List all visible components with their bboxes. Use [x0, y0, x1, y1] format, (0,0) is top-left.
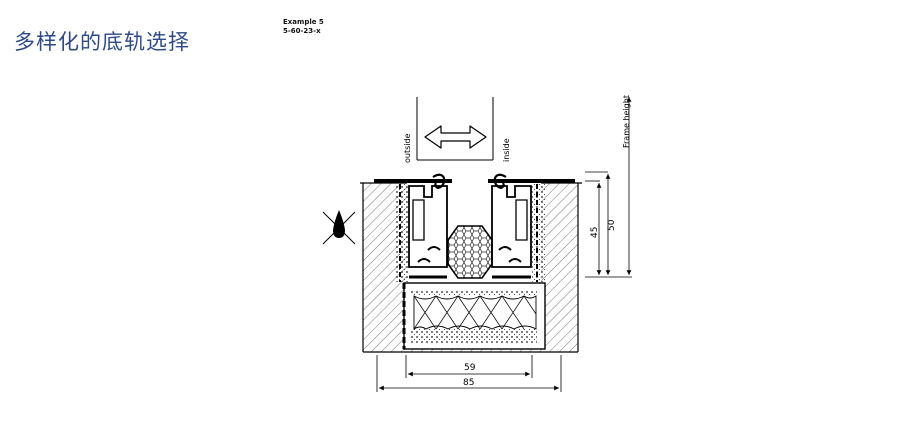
frame-profile-left [374, 173, 452, 282]
label-inside: inside [502, 138, 511, 162]
sash-outline [416, 97, 494, 161]
thermal-break [447, 225, 493, 279]
slide-title: 多样化的底轨选择 [14, 30, 190, 54]
label-outside: outside [403, 133, 412, 163]
double-arrow-icon [424, 125, 487, 149]
width-dimensions [376, 355, 562, 392]
dim-inner-height: 45 [590, 227, 600, 238]
example-code: 5-60-23-x [283, 27, 321, 35]
label-frame-height: Frame height [622, 95, 631, 148]
example-name: Example 5 [283, 18, 324, 26]
dim-inner-width: 59 [464, 363, 476, 373]
frame-profile-right [488, 173, 575, 282]
water-drop-icon [322, 210, 356, 245]
example-tag: Example 5 5-60-23-x [283, 18, 324, 36]
insulation-box [402, 282, 546, 350]
dim-outer-height: 50 [607, 219, 617, 231]
height-dimensions [585, 97, 632, 278]
dim-outer-width: 85 [463, 378, 474, 388]
